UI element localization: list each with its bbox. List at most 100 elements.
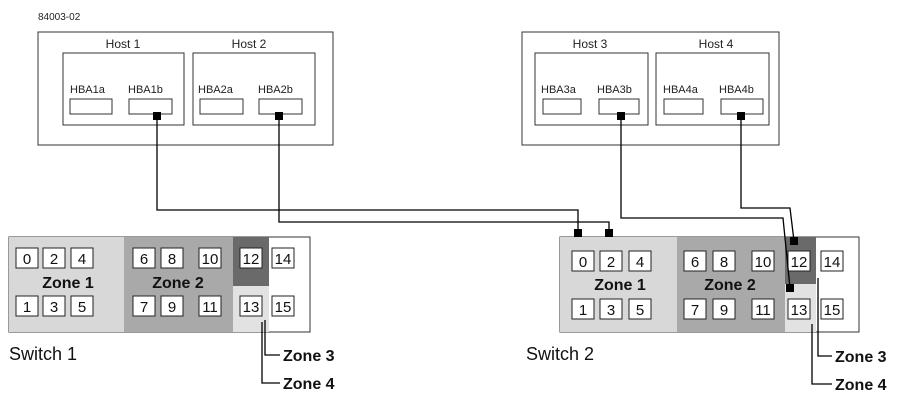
switch2-port0-connector [574,229,582,237]
switch2-port-5 [628,298,652,320]
cable-hba4b-to-switch2-port12 [740,116,795,242]
switch1-port-8 [160,247,184,269]
switch1-port-label: 11 [202,299,218,316]
switch1-port-label: 14 [275,251,292,268]
switch1-port-label: 3 [50,299,58,316]
hba1b-label: HBA1b [128,84,163,96]
switch2-port-1 [571,298,595,320]
switch1-port-0 [15,247,39,269]
cable-hba2b-to-switch2-port2 [278,116,610,233]
switch1-port-7 [132,295,156,317]
switch1-port-label: 5 [78,299,86,316]
switch2-port-label: 8 [720,254,728,271]
switch1-port-label: 0 [23,251,31,268]
switch2-zone4-callout [811,324,832,385]
switch1-port-13 [239,295,263,317]
switch2-port-label: 9 [720,302,728,319]
switch1-zone3-callout [264,320,280,356]
hba1a-label: HBA1a [70,84,106,96]
switch1-port-15 [271,295,295,317]
switch1-port-label: 15 [275,299,292,316]
switch2-port-2 [599,250,623,272]
switch2-port-7 [683,298,707,320]
switch2-port-label: 13 [791,302,808,319]
switch1-port-9 [160,295,184,317]
switch1-port-2 [42,247,66,269]
hba1b-connector [153,112,161,120]
host4-label: Host 4 [699,37,734,51]
switch2-port-label: 0 [579,254,587,271]
switch1-port-3 [42,295,66,317]
switch1-port-12 [239,247,263,269]
hba2a-label: HBA2a [198,84,234,96]
hba1a-port [69,98,113,115]
switch2-port-8 [712,250,736,272]
hba1b-port [128,98,173,115]
hba3b-port [598,98,640,115]
switch2-port-label: 11 [755,302,771,319]
switch2-port-label: 5 [636,302,644,319]
hba2b-connector [275,112,283,120]
switch2-port-label: 15 [824,302,841,319]
switch2-port-label: 12 [791,254,808,271]
switch2-zone3-callout-label: Zone 3 [835,349,887,366]
cables [153,112,798,292]
switch2-port-13 [787,298,811,320]
host-enclosure-right: Host 3 Host 4 HBA3a HBA3b HBA4a HBA4b [521,31,780,146]
switch1-zone4-callout [261,322,280,384]
switch2-port-label: 6 [691,254,699,271]
switch1-port-label: 13 [243,299,260,316]
switch1-label: Switch 1 [9,344,77,364]
switch2-port-6 [683,250,707,272]
switch1-port-label: 12 [243,251,260,268]
switch2-port-14 [820,250,844,272]
switch2-label: Switch 2 [526,344,594,364]
switch2-port-label: 4 [636,254,644,271]
switch2-port-12 [787,250,811,272]
hba4a-label: HBA4a [663,84,699,96]
hba3a-label: HBA3a [541,84,577,96]
switch2-port-label: 3 [607,302,615,319]
hba4a-port [663,98,704,115]
switch2-top-ports: 0 2 4 6 8 10 12 14 [571,250,844,272]
hba3a-port [542,98,582,115]
hba4b-label: HBA4b [719,84,754,96]
hba2b-label: HBA2b [258,84,293,96]
switch2-zone4-callout-label: Zone 4 [835,377,887,394]
switch1-port-1 [15,295,39,317]
cable-hba3b-to-switch2-port13 [620,116,791,289]
switch2-port-label: 2 [607,254,615,271]
switch2-port-label: 14 [824,254,841,271]
figure-id: 84003-02 [38,12,81,23]
hba3b-label: HBA3b [597,84,632,96]
switch1-port-label: 2 [50,251,58,268]
hba4b-port [720,98,764,115]
host2-label: Host 2 [232,37,267,51]
switch1-port-11 [198,295,222,317]
switch1-port-5 [70,295,94,317]
switch1-zone1-label: Zone 1 [42,275,94,292]
host3-label: Host 3 [573,37,608,51]
switch1-zone4-callout-label: Zone 4 [283,376,335,393]
switch2-port12-connector [790,237,798,245]
switch1-port-4 [70,247,94,269]
hba2a-port [199,98,244,115]
switch1-port-label: 9 [168,299,176,316]
switch2-port2-connector [605,229,613,237]
switch2-port-label: 1 [579,302,587,319]
switch2-port-9 [712,298,736,320]
switch2-port-label: 10 [755,254,772,271]
switch2-port-15 [820,298,844,320]
switch1-port-label: 10 [202,251,219,268]
switch1-zone3-callout-label: Zone 3 [283,348,335,365]
switch1-port-10 [198,247,222,269]
switch2-port-3 [599,298,623,320]
switch2-port13-connector [786,284,794,292]
switch2-port-4 [628,250,652,272]
switch1-port-6 [132,247,156,269]
